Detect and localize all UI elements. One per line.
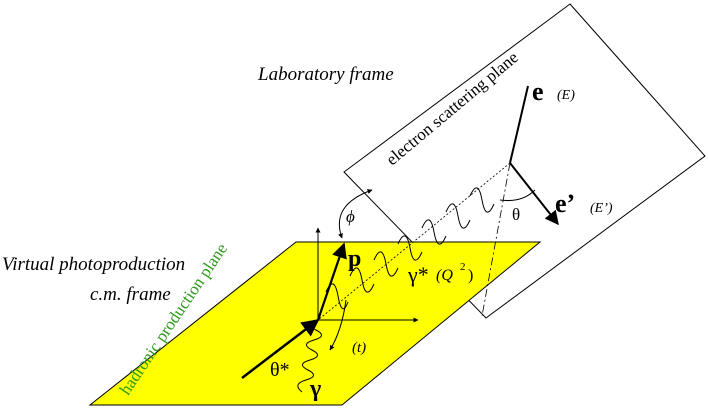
- proton-label: p: [348, 246, 361, 272]
- plane-intersection-dashdot: [481, 162, 511, 317]
- virtual-photoproduction-label: Virtual photoproduction: [2, 254, 185, 275]
- outgoing-electron-energy: (E’): [590, 201, 613, 216]
- incoming-electron-energy: (E): [557, 88, 575, 103]
- t-arc: [329, 299, 347, 351]
- t-label: (t): [352, 340, 366, 356]
- electron-scattering-plane: [343, 3, 706, 319]
- virtual-photon-wave: [325, 187, 495, 310]
- q2-exponent: 2: [460, 261, 466, 273]
- incoming-electron-label: e: [532, 77, 544, 106]
- phi-arc: [338, 189, 373, 239]
- laboratory-frame-label: Laboratory frame: [257, 64, 394, 85]
- cm-frame-label: c.m. frame: [90, 284, 171, 305]
- incoming-electron-line: [509, 85, 529, 164]
- outgoing-electron-arrow: [509, 162, 559, 226]
- real-photon-label: γ: [309, 376, 321, 402]
- outgoing-electron-label: e’: [555, 189, 575, 218]
- phi-label: ϕ: [346, 207, 355, 226]
- virtual-photon-label: γ*: [407, 262, 429, 287]
- q2-close: ): [468, 267, 473, 284]
- real-photon-wave: [297, 319, 322, 393]
- q2-label: (Q: [436, 267, 453, 284]
- theta-star-label: θ*: [270, 359, 290, 381]
- target-direction: [241, 318, 320, 379]
- proton-arrow: [316, 242, 347, 321]
- theta-label: θ: [512, 205, 520, 224]
- theta-arc: [499, 189, 536, 201]
